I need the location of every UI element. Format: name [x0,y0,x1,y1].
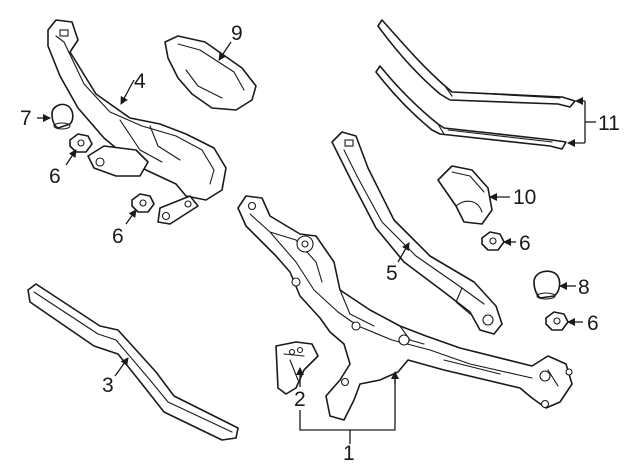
cover-part-9 [164,35,257,111]
linkage-frame-part-1 [237,195,573,421]
callout-6b-leader [125,209,137,225]
callout-3: 3 [102,374,114,397]
callout-11: 11 [598,112,620,135]
callout-5: 5 [386,262,398,285]
nut-part-6-d [545,311,569,331]
callout-4: 4 [134,70,146,93]
callout-9: 9 [231,22,243,45]
wiper-blade-lower [375,65,567,150]
callout-10: 10 [513,186,536,209]
callout-6-c: 6 [519,232,531,255]
wiper-blade-upper [377,19,576,108]
wiper-arm-part-5 [331,131,503,335]
cap-part-7 [51,103,74,130]
callout-9-leader [218,41,232,61]
callout-7: 7 [20,107,32,130]
grommet-part-8 [533,270,561,300]
callout-1-leader [299,371,399,444]
wiper-arm-part-4 [47,19,227,225]
callout-6-b: 6 [112,225,124,248]
nut-part-6-b [131,193,155,213]
callout-6-a: 6 [49,165,61,188]
callout-5-leader [397,242,410,263]
callout-2: 2 [294,388,306,411]
callout-8: 8 [578,276,590,299]
arm-cover-part-10 [437,165,493,225]
callout-6-d: 6 [587,312,599,335]
nut-part-6-c [481,231,505,251]
nut-part-6-a [69,133,93,153]
callout-6a-leader [65,149,77,166]
bracket-part-2 [275,341,319,395]
seal-strip-part-3 [27,283,239,441]
callout-1: 1 [343,442,355,465]
callout-4-leader [120,79,135,105]
callout-11-leader [567,97,596,147]
callout-3-leader [114,357,129,377]
